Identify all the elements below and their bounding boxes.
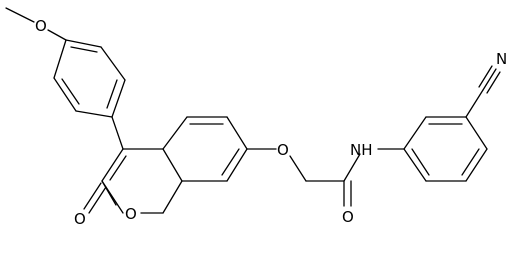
- atom-ether-o: O: [277, 141, 289, 159]
- cyanophenyl-ring: [403, 116, 488, 182]
- bond-o-aryl: [47, 29, 67, 41]
- atom-ring-o: O: [125, 205, 137, 223]
- atom-amide-nh: NH: [350, 141, 373, 159]
- bond-c2-o-double-a: [83, 182, 102, 210]
- nitrile-group: [465, 65, 501, 118]
- atom-nitrile-n: N: [496, 50, 507, 68]
- bond-c2-o-double-b: [88, 186, 107, 214]
- bond-methyl-o: [5, 7, 35, 23]
- atom-methoxy-o: O: [35, 17, 47, 35]
- bond-c2-ring-o: [101, 180, 117, 206]
- atom-amide-carbonyl-o: O: [342, 208, 354, 226]
- bond-co-nh: [343, 153, 361, 182]
- benzo-ring: [162, 116, 248, 182]
- atom-lactone-carbonyl-o: O: [74, 210, 86, 228]
- pyranone-ring: [101, 148, 183, 214]
- bond-o-ch2: [289, 155, 307, 182]
- methoxyphenyl-ring: [53, 39, 126, 118]
- bond-aryl-c4: [111, 116, 124, 150]
